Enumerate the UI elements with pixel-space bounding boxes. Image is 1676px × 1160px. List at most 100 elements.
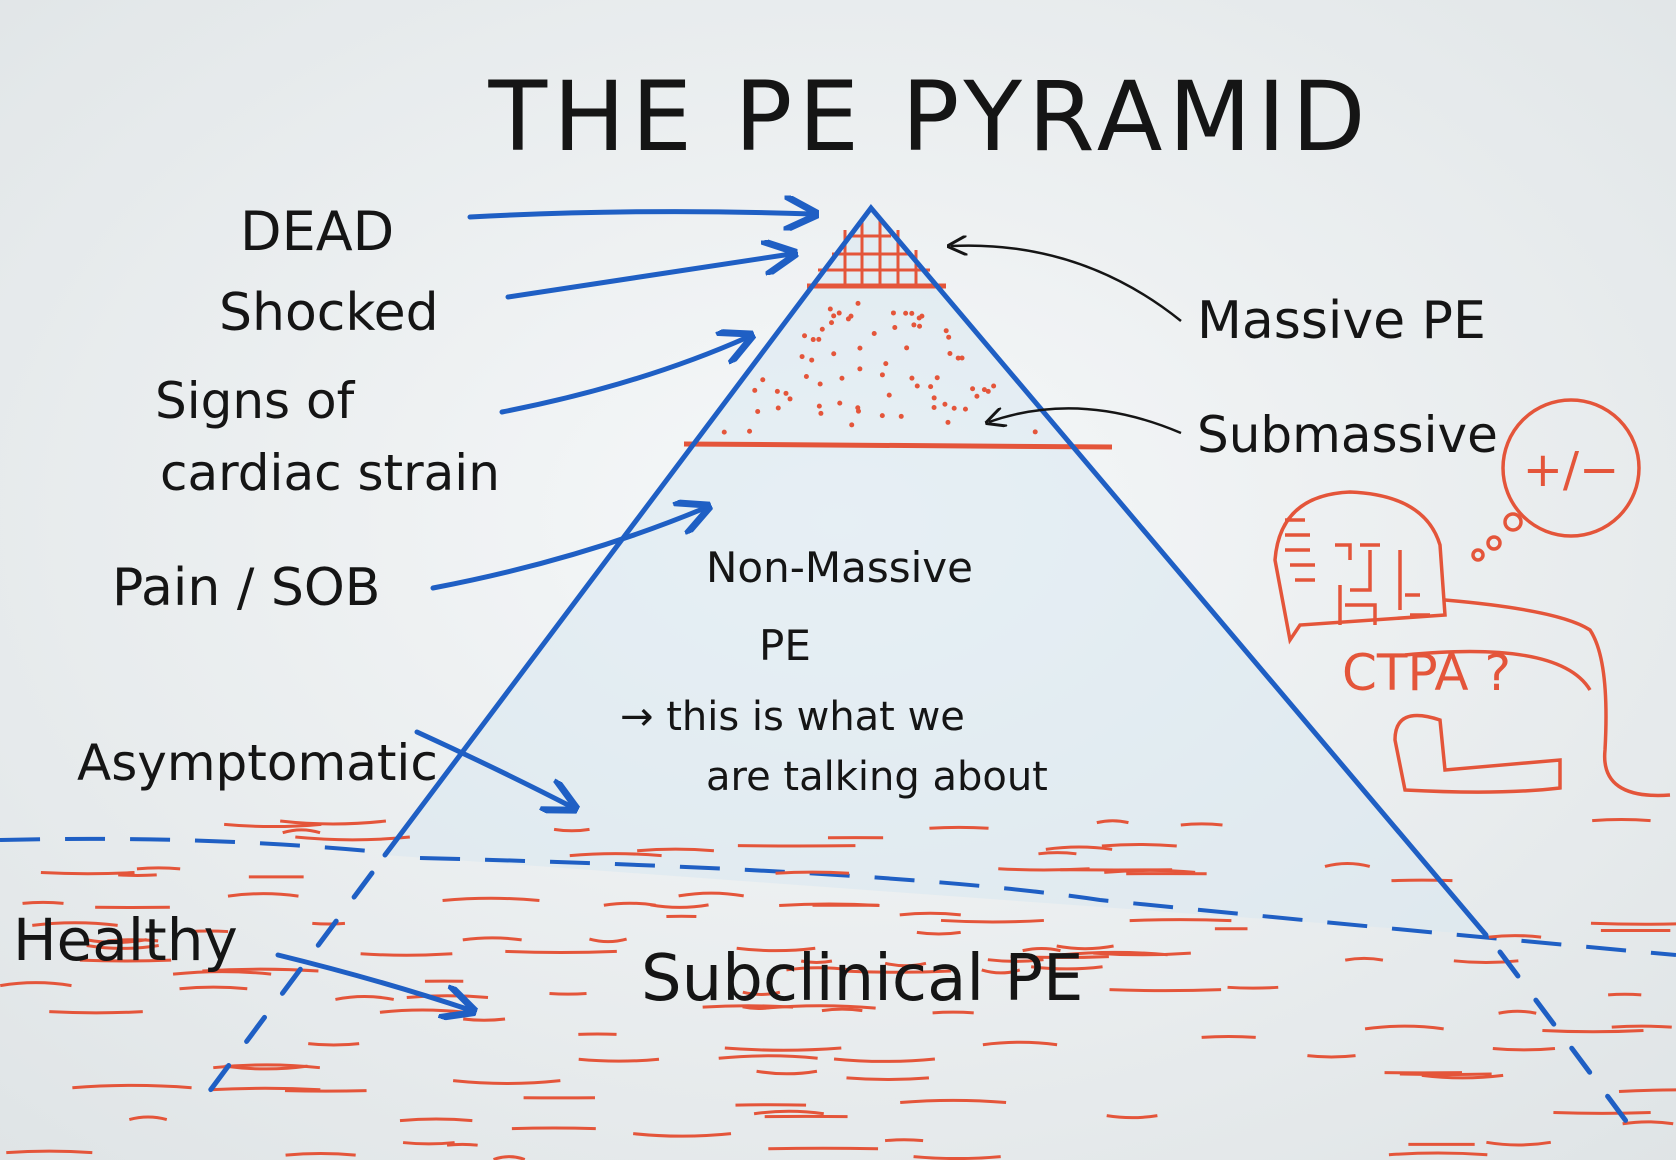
wave-stroke — [40, 871, 135, 876]
wave-stroke — [462, 1017, 506, 1022]
wave-stroke — [833, 1057, 936, 1063]
wave-stroke — [136, 866, 181, 871]
wave-stroke — [800, 959, 833, 965]
wave-stroke — [493, 1155, 526, 1160]
wave-stroke — [360, 952, 453, 957]
arrow-signs — [499, 337, 748, 415]
wave-stroke — [1227, 985, 1279, 990]
dot-mark — [934, 375, 940, 381]
wave-stroke — [1399, 1072, 1492, 1077]
wave-stroke — [1056, 944, 1114, 951]
wave-stroke — [742, 1005, 775, 1011]
dot-mark — [890, 310, 896, 316]
pyramid-fill — [385, 208, 1486, 935]
dot-mark — [904, 345, 910, 351]
dot-mark — [943, 328, 949, 334]
wave-stroke — [86, 943, 159, 950]
dot-mark — [799, 354, 805, 360]
massive-hatch — [807, 218, 946, 289]
label-submassive: Submassive — [1197, 406, 1498, 464]
wave-stroke — [179, 985, 248, 991]
wave-stroke — [578, 1057, 660, 1063]
wave-stroke — [846, 1076, 930, 1082]
wave-stroke — [1388, 1151, 1488, 1157]
wave-stroke — [224, 1064, 308, 1071]
wave-stroke — [633, 1132, 732, 1138]
dot-mark — [818, 410, 824, 416]
dot-mark — [879, 413, 885, 419]
wave-stroke — [6, 1149, 93, 1155]
wave-stroke — [786, 966, 851, 972]
wave-stroke — [1453, 959, 1519, 965]
dot-mark — [928, 384, 934, 390]
dot-mark — [855, 408, 861, 414]
dot-mark — [827, 306, 833, 312]
diagram-title: THE PE PYRAMID — [487, 61, 1371, 173]
wave-stroke — [900, 1098, 1007, 1104]
arrow-healthy — [275, 952, 470, 1010]
dot-mark — [787, 396, 793, 402]
wave-stroke — [511, 1126, 596, 1131]
wave-stroke — [1492, 1046, 1556, 1052]
wave-stroke — [85, 938, 147, 944]
wave-stroke — [1498, 1009, 1537, 1015]
wave-stroke — [779, 902, 880, 907]
wave-stroke — [764, 1004, 876, 1010]
wave-stroke — [753, 1109, 824, 1116]
wave-stroke — [1364, 1024, 1444, 1031]
wave-stroke — [128, 1115, 168, 1122]
wave-stroke — [312, 921, 346, 926]
dot-mark — [879, 372, 885, 378]
dot-mark — [809, 357, 815, 363]
dot-mark — [951, 405, 957, 411]
dot-mark — [942, 401, 948, 407]
wave-stroke — [223, 822, 322, 829]
label-non-massive: Non-Massive — [706, 543, 973, 592]
wave-stroke — [1045, 845, 1113, 851]
dot-mark — [855, 300, 861, 306]
wave-stroke — [172, 970, 272, 976]
wave-stroke — [279, 819, 387, 826]
wave-stroke — [884, 961, 927, 968]
wave-stroke — [188, 929, 229, 934]
dot-mark — [911, 322, 917, 328]
dot-mark — [916, 315, 922, 321]
wave-stroke — [284, 1089, 367, 1093]
wave-stroke — [1590, 921, 1676, 926]
wave-stroke — [446, 1142, 478, 1147]
dot-mark — [886, 392, 892, 398]
wave-stroke — [987, 958, 1044, 963]
wave-stroke — [209, 1086, 321, 1092]
dot-mark — [721, 429, 727, 435]
wave-stroke — [589, 937, 628, 944]
dot-mark — [945, 419, 951, 425]
wave-stroke — [1307, 1054, 1356, 1059]
dot-mark — [974, 393, 980, 399]
arrow-dead — [467, 212, 812, 217]
wave-stroke — [821, 1007, 863, 1013]
dot-mark — [959, 355, 965, 361]
dot-mark — [831, 351, 837, 357]
dot-mark — [909, 375, 915, 381]
dot-mark — [845, 316, 851, 322]
note-line2: are talking about — [706, 754, 1048, 800]
wave-stroke — [1324, 861, 1371, 868]
thought-bubble — [1501, 398, 1641, 538]
label-asymptomatic: Asymptomatic — [77, 734, 438, 792]
label-ctpa-question: CTPA ? — [1342, 644, 1511, 702]
wave-stroke — [982, 1040, 1058, 1047]
wave-stroke — [107, 938, 159, 943]
dot-mark — [774, 388, 780, 394]
wave-stroke — [1488, 934, 1542, 939]
dot-mark — [947, 351, 953, 357]
note-line1: → this is what we — [620, 694, 965, 740]
dot-mark — [755, 408, 761, 414]
wave-stroke — [775, 870, 850, 875]
dot-mark — [955, 355, 961, 361]
wave-stroke — [282, 828, 321, 835]
wave-stroke — [756, 1069, 818, 1076]
dot-mark — [931, 395, 937, 401]
wave-stroke — [884, 1138, 924, 1143]
dot-mark — [892, 324, 898, 330]
dot-mark — [783, 390, 789, 396]
